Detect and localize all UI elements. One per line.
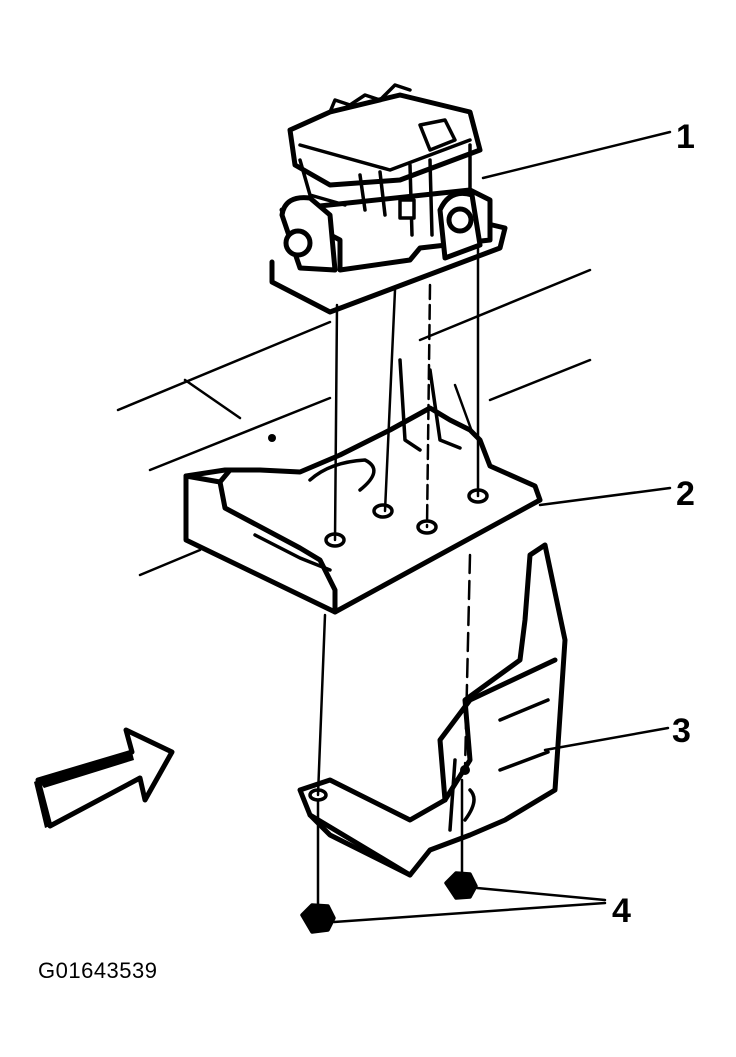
upper-bracket — [183, 358, 543, 615]
front-direction-arrow — [34, 727, 175, 829]
figure-id: G01643539 — [38, 958, 158, 983]
alignment-lines-lower — [316, 553, 472, 912]
callout-2: 2 — [676, 475, 695, 513]
callout-3: 3 — [672, 712, 691, 750]
bracket-hole-2 — [372, 503, 394, 519]
frame-hole — [268, 434, 276, 442]
lower-bracket — [297, 542, 568, 878]
frame-rail — [116, 268, 592, 577]
leader-3 — [543, 726, 670, 752]
nut-left — [300, 903, 336, 934]
callout-4: 4 — [612, 892, 631, 930]
mount-bushing-left — [283, 228, 313, 258]
alignment-lines-upper — [333, 243, 480, 542]
nuts — [300, 871, 478, 934]
mount-bushing-right — [446, 206, 474, 234]
leader-1 — [481, 130, 672, 180]
leader-lines — [332, 130, 672, 924]
leader-2 — [538, 486, 672, 507]
leader-4a — [475, 886, 607, 902]
leader-4b — [332, 901, 607, 924]
callout-1: 1 — [676, 118, 695, 156]
nut-right — [444, 871, 478, 900]
control-module — [269, 83, 508, 315]
